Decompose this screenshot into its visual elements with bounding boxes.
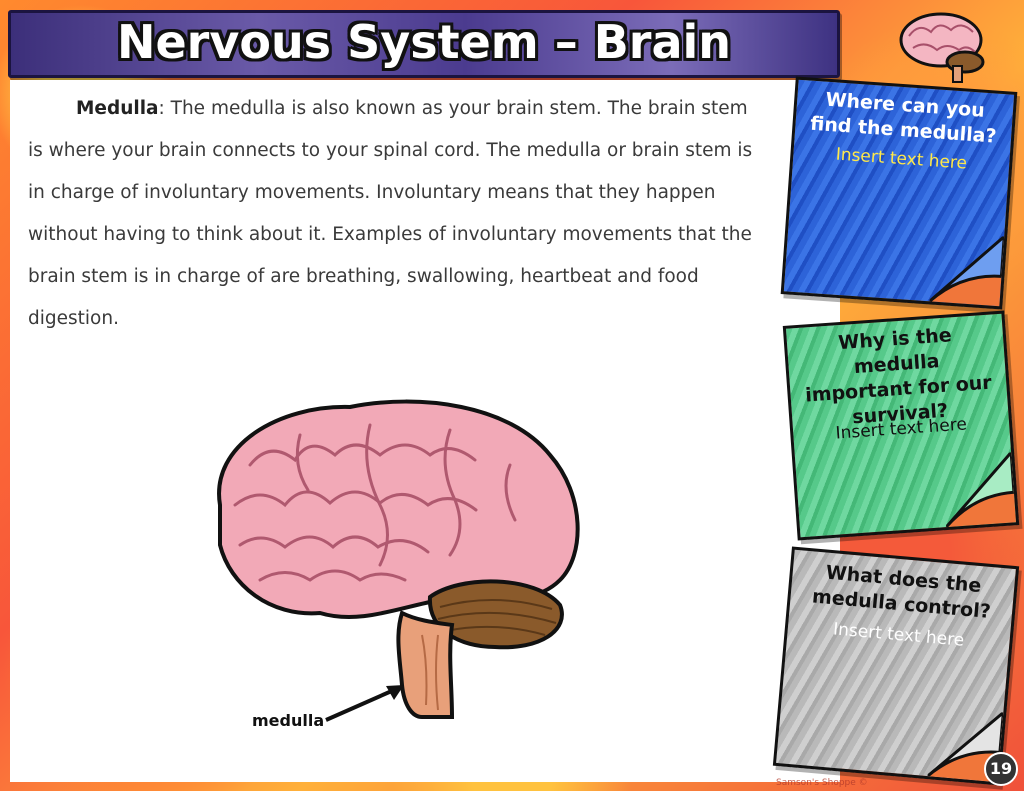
medulla-label: medulla bbox=[252, 711, 325, 730]
page-title: Nervous System – Brain bbox=[116, 15, 732, 69]
sticky-note-location: Where can you find the medulla? Insert t… bbox=[780, 76, 1018, 310]
note-question: What does the medulla control? bbox=[811, 561, 992, 624]
sticky-note-control: What does the medulla control? Insert te… bbox=[772, 546, 1020, 786]
sticky-note-importance: Why is the medulla important for our sur… bbox=[782, 310, 1020, 541]
title-banner: Nervous System – Brain bbox=[8, 10, 840, 78]
credit-text: Samson's Shoppe © bbox=[776, 778, 868, 788]
page-number-badge: 19 bbox=[984, 752, 1018, 786]
description-text: : The medulla is also known as your brai… bbox=[28, 98, 753, 329]
brain-icon bbox=[899, 12, 985, 83]
page-curl-icon bbox=[945, 452, 1017, 528]
note-question: Where can you find the medulla? bbox=[809, 88, 998, 148]
brain-illustration bbox=[217, 399, 580, 719]
page-curl-icon bbox=[929, 232, 1005, 307]
arrow-icon bbox=[325, 685, 404, 722]
description-paragraph: Medulla: The medulla is also known as yo… bbox=[28, 88, 758, 340]
term-medulla: Medulla bbox=[76, 98, 159, 119]
